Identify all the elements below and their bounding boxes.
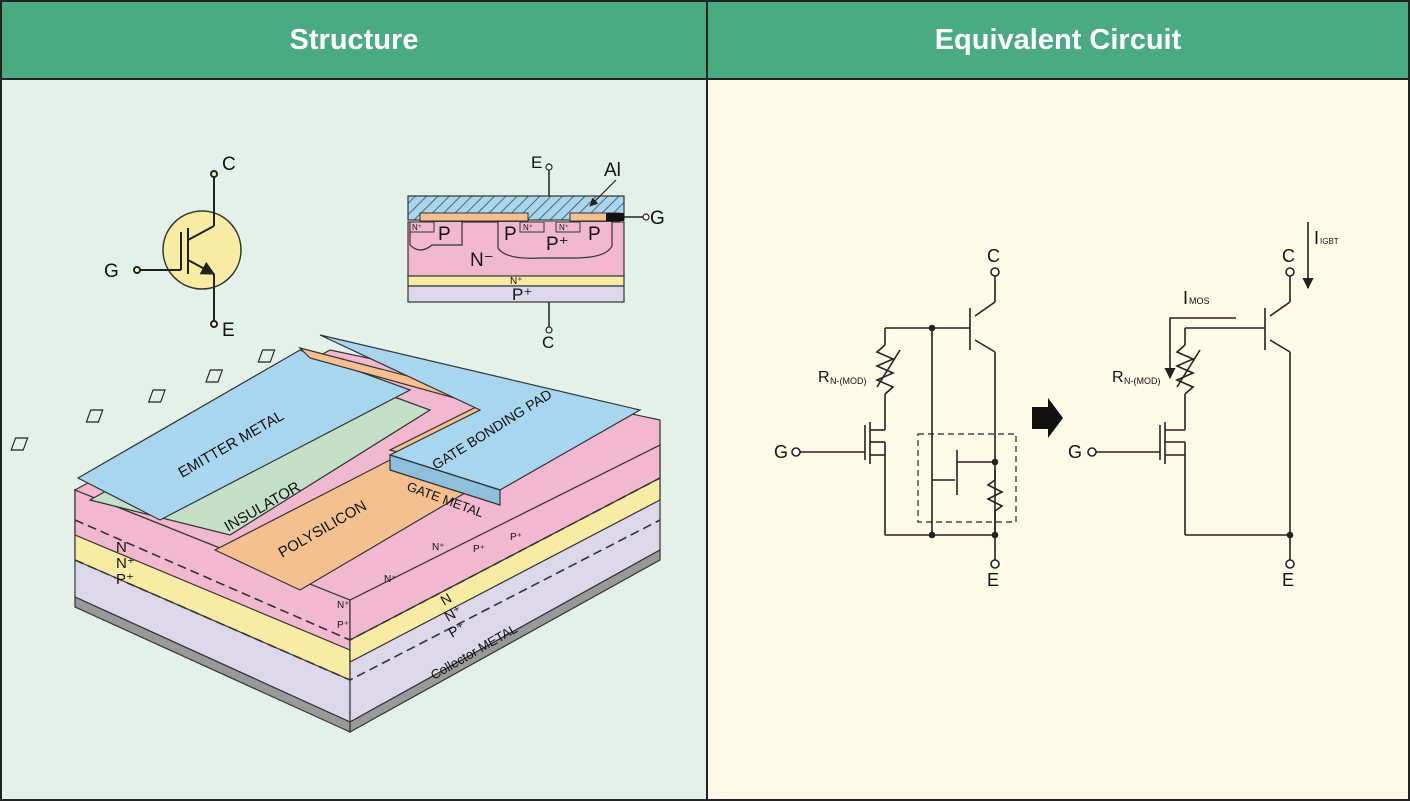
transform-arrow-icon (1032, 398, 1063, 438)
xs-buffer: N⁺ (510, 276, 523, 287)
circuit-2 (1087, 222, 1314, 569)
xs-p-plus: P⁺ (546, 234, 569, 255)
xs-p-mid: P (504, 224, 517, 245)
c1-gate-label: G (774, 442, 788, 462)
chip-front-p-plus: P⁺ (446, 618, 468, 640)
c2-i-igbt-label: I (1314, 228, 1319, 248)
c2-i-igbt-sub: IGBT (1320, 237, 1339, 246)
chip-p-plus-3: P⁺ (510, 532, 522, 543)
c2-resistor-sub: N-(MOD) (1124, 376, 1161, 386)
chip-p-plus-1: P⁺ (337, 620, 349, 631)
chip-n-plus-1: N⁺ (337, 600, 350, 611)
symbol-emitter-label: E (222, 320, 235, 341)
structure-header: Structure (2, 2, 706, 80)
equivalent-circuit-panel: Equivalent Circuit (706, 0, 1410, 801)
c1-resistor-sub: N-(MOD) (830, 376, 867, 386)
chip-side-p-plus: P⁺ (116, 571, 134, 588)
c1-emitter-label: E (987, 570, 999, 590)
c2-collector-label: C (1282, 246, 1295, 266)
chip-p-plus-2: P⁺ (473, 544, 485, 555)
c1-resistor-label: R (818, 369, 830, 386)
c2-resistor-label: R (1112, 369, 1124, 386)
xs-aluminum-label: Al (604, 160, 621, 181)
xs-p-left: P (438, 224, 451, 245)
chip-front-n-plus: N⁺ (442, 602, 465, 625)
chip-n-plus-3: N⁺ (432, 542, 445, 553)
xs-n-plus-3: N⁺ (559, 223, 569, 232)
cross-section (407, 163, 650, 334)
xs-n-plus-2: N⁺ (523, 223, 533, 232)
chip-side-n-plus: N⁺ (116, 555, 135, 572)
equivalent-circuit-header: Equivalent Circuit (708, 2, 1408, 80)
c2-i-mos-label: I (1183, 288, 1188, 308)
xs-n-plus-1: N⁺ (412, 223, 422, 232)
chip-3d (10, 334, 661, 734)
chip-side-n: N (116, 539, 127, 556)
circuit-1 (791, 267, 1017, 569)
c1-collector-label: C (987, 246, 1000, 266)
xs-p-right: P (588, 224, 601, 245)
xs-collector-label: C (542, 333, 554, 352)
c2-emitter-label: E (1282, 570, 1294, 590)
symbol-gate-label: G (104, 261, 119, 282)
c2-gate-label: G (1068, 442, 1082, 462)
xs-substrate: P⁺ (512, 285, 532, 304)
xs-gate-label: G (650, 208, 665, 229)
c2-i-mos-sub: MOS (1189, 296, 1210, 306)
xs-emitter-label: E (531, 153, 542, 172)
symbol-collector-label: C (222, 154, 236, 175)
igbt-symbol (133, 170, 242, 328)
xs-n-minus: N⁻ (470, 250, 494, 271)
chip-n-plus-2: N⁺ (384, 574, 397, 585)
